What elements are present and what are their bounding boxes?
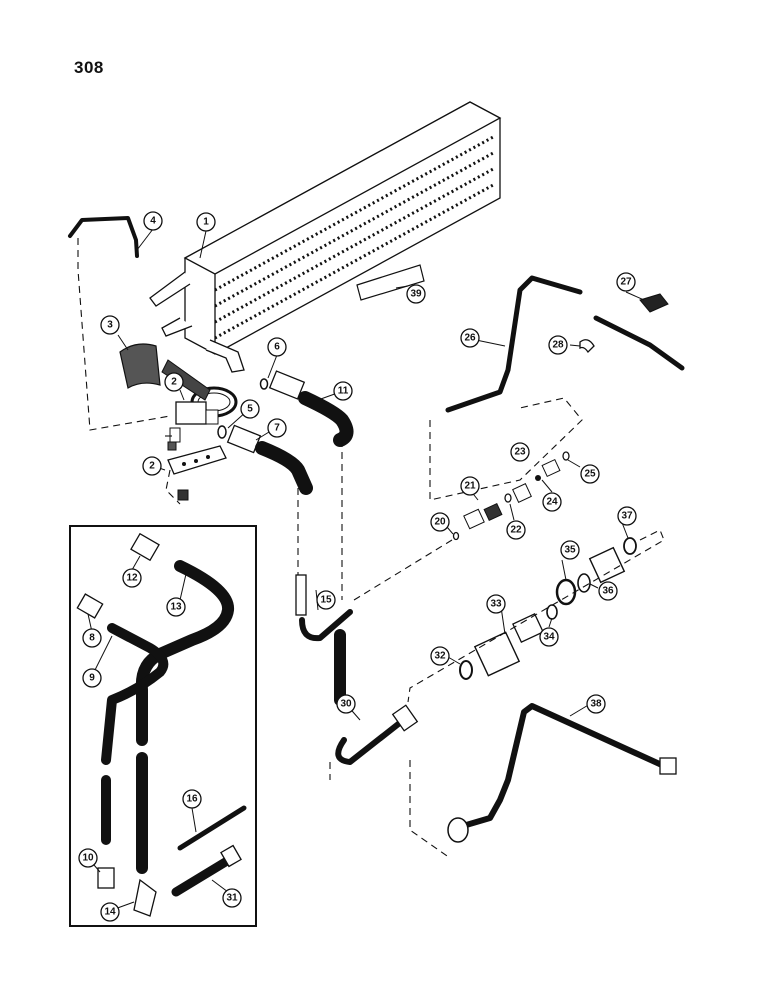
svg-text:22: 22 [510, 525, 522, 536]
o-ring-6 [259, 378, 269, 390]
svg-text:15: 15 [320, 595, 332, 606]
clip-28 [579, 339, 595, 354]
svg-text:16: 16 [186, 794, 198, 805]
svg-text:26: 26 [464, 333, 476, 344]
svg-text:7: 7 [274, 423, 280, 434]
svg-text:35: 35 [564, 545, 576, 556]
svg-text:2: 2 [171, 377, 177, 388]
svg-text:2: 2 [149, 461, 155, 472]
tube-38 [447, 703, 677, 843]
evaporator-core [149, 101, 502, 373]
svg-text:24: 24 [546, 497, 558, 508]
svg-text:12: 12 [126, 573, 138, 584]
callout-11: 11 [333, 381, 353, 401]
decal-plate [356, 264, 425, 301]
callout-16: 16 [182, 789, 202, 809]
callout-35: 35 [560, 540, 580, 560]
svg-text:3: 3 [107, 320, 113, 331]
svg-text:8: 8 [89, 633, 95, 644]
callout-5: 5 [240, 399, 260, 419]
callout-1: 1 [196, 212, 216, 232]
callout-8: 8 [82, 628, 102, 648]
fittings-32-37 [459, 537, 637, 680]
callout-2-lower: 2 [142, 456, 162, 476]
callout-7: 7 [267, 418, 287, 438]
inset-box [69, 525, 257, 927]
svg-text:28: 28 [552, 340, 564, 351]
callout-33: 33 [486, 594, 506, 614]
callout-32: 32 [430, 646, 450, 666]
svg-text:23: 23 [514, 447, 526, 458]
expansion-valve [161, 359, 238, 443]
callout-39: 39 [406, 284, 426, 304]
fitting-15 [295, 574, 353, 642]
svg-text:32: 32 [434, 651, 446, 662]
callout-26: 26 [460, 328, 480, 348]
insulation-pad [119, 343, 161, 389]
callout-24: 24 [542, 492, 562, 512]
svg-text:30: 30 [340, 699, 352, 710]
callout-9: 9 [82, 668, 102, 688]
mounting-bracket [167, 441, 227, 501]
callout-2-upper: 2 [164, 372, 184, 392]
hose-7 [226, 424, 313, 495]
callout-4: 4 [143, 211, 163, 231]
callout-25: 25 [580, 464, 600, 484]
callout-36: 36 [598, 581, 618, 601]
callout-20: 20 [430, 512, 450, 532]
svg-text:10: 10 [82, 853, 94, 864]
callout-28: 28 [548, 335, 568, 355]
svg-text:5: 5 [247, 404, 253, 415]
svg-text:31: 31 [226, 893, 238, 904]
dashed-leaders [77, 238, 665, 859]
callout-13: 13 [166, 597, 186, 617]
callout-14: 14 [100, 902, 120, 922]
o-ring-5 [217, 425, 227, 439]
svg-text:11: 11 [338, 386, 349, 397]
fittings-20-25 [452, 451, 570, 541]
callout-3: 3 [100, 315, 120, 335]
hose-11 [268, 370, 354, 447]
callout-37: 37 [617, 506, 637, 526]
callout-31: 31 [222, 888, 242, 908]
callout-21: 21 [460, 476, 480, 496]
svg-text:1: 1 [203, 217, 209, 228]
svg-text:37: 37 [621, 511, 633, 522]
svg-text:33: 33 [490, 599, 502, 610]
callout-12: 12 [122, 568, 142, 588]
svg-text:38: 38 [590, 699, 602, 710]
callout-23: 23 [510, 442, 530, 462]
svg-text:14: 14 [104, 907, 116, 918]
switch-27 [639, 293, 669, 313]
svg-text:21: 21 [464, 481, 476, 492]
svg-text:34: 34 [543, 632, 555, 643]
svg-text:20: 20 [434, 517, 446, 528]
svg-text:4: 4 [150, 216, 156, 227]
svg-text:27: 27 [620, 277, 632, 288]
svg-text:25: 25 [584, 469, 596, 480]
callout-30: 30 [336, 694, 356, 714]
callout-10: 10 [78, 848, 98, 868]
callout-38: 38 [586, 694, 606, 714]
fitting-30 [335, 704, 419, 765]
svg-text:13: 13 [170, 602, 182, 613]
callout-15: 15 [316, 590, 336, 610]
svg-text:9: 9 [89, 673, 95, 684]
svg-text:6: 6 [274, 342, 280, 353]
callout-27: 27 [616, 272, 636, 292]
svg-text:36: 36 [602, 586, 614, 597]
callout-22: 22 [506, 520, 526, 540]
callout-34: 34 [539, 627, 559, 647]
svg-text:39: 39 [410, 289, 422, 300]
page-number: 308 [74, 58, 104, 77]
callout-6: 6 [267, 337, 287, 357]
